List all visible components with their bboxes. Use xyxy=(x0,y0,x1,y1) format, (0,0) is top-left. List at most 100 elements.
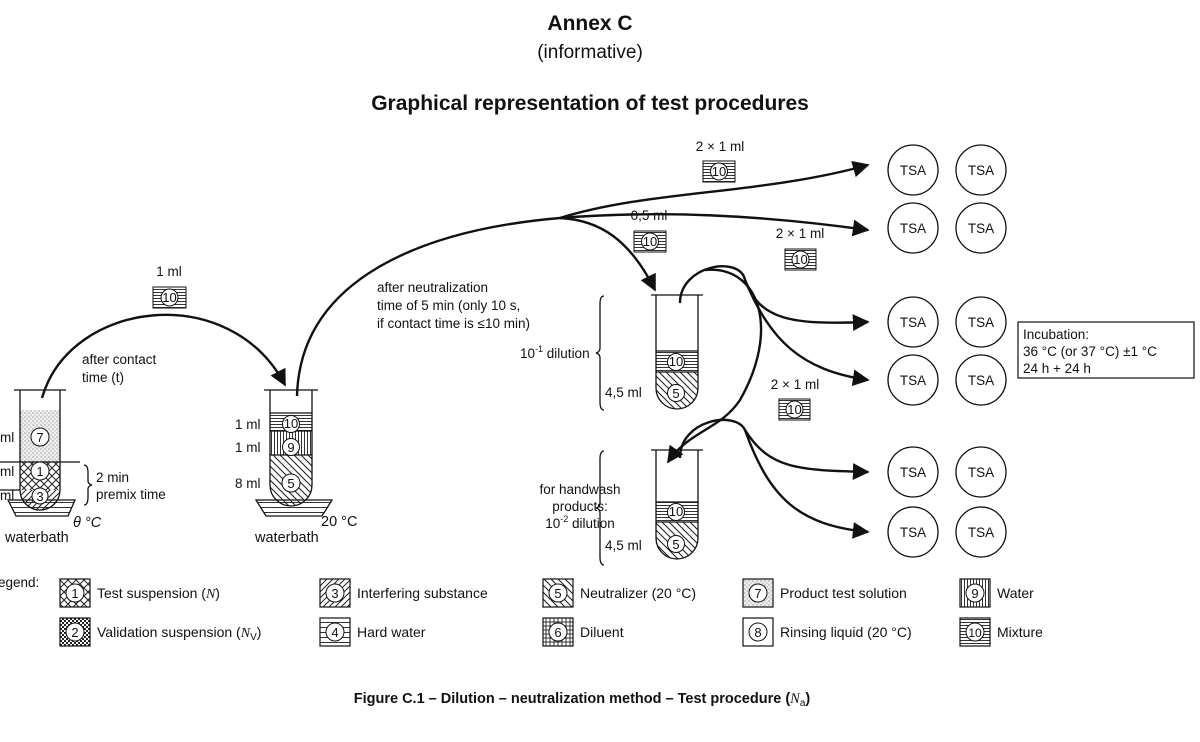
legend-item: 2 Validation suspension (NV) xyxy=(59,617,261,647)
svg-text:5: 5 xyxy=(287,476,294,491)
svg-text:waterbath: waterbath xyxy=(4,530,69,546)
tsa-label: TSA xyxy=(900,221,926,236)
svg-text:Rinsing liquid (20 °C): Rinsing liquid (20 °C) xyxy=(780,624,912,640)
svg-text:24 h + 24 h: 24 h + 24 h xyxy=(1023,361,1091,376)
svg-text:8 ml: 8 ml xyxy=(235,476,261,491)
svg-text:3: 3 xyxy=(331,586,338,601)
legend-item: 6 Diluent xyxy=(542,617,624,647)
tsa-label: TSA xyxy=(900,315,926,330)
svg-text:5: 5 xyxy=(672,537,679,552)
svg-text:for handwash: for handwash xyxy=(539,482,620,497)
tsa-label: TSA xyxy=(968,465,994,480)
svg-text:Mixture: Mixture xyxy=(997,624,1043,640)
tsa-label: TSA xyxy=(968,315,994,330)
transfer-1: 1 ml 10 after contact time (t) xyxy=(40,264,287,399)
tsa-plate: TSA xyxy=(887,144,939,196)
transfer-4: 2 × 1 ml 10 xyxy=(678,377,870,539)
svg-text:Interfering substance: Interfering substance xyxy=(357,585,488,601)
tube-1: 7 1 3 ml ml ml 2 min premix time θ °C wa… xyxy=(0,389,166,546)
svg-text:5: 5 xyxy=(672,386,679,401)
svg-text:premix time: premix time xyxy=(96,487,166,502)
tsa-plates: TSA TSA TSA TSA TSA TSA TSA TSA TSA TSA TSA TSA xyxy=(887,144,1007,558)
svg-text:6: 6 xyxy=(554,625,561,640)
svg-text:2: 2 xyxy=(71,625,78,640)
annex-title: Annex C xyxy=(547,12,632,35)
svg-text:10: 10 xyxy=(162,290,176,305)
legend-item: 7 Product test solution xyxy=(742,578,907,608)
svg-text:ml: ml xyxy=(0,488,14,503)
svg-text:waterbath: waterbath xyxy=(254,530,319,546)
svg-text:3: 3 xyxy=(36,489,43,504)
svg-text:θ °C: θ °C xyxy=(73,515,102,531)
svg-text:if contact time is ≤10 min): if contact time is ≤10 min) xyxy=(377,316,530,331)
tsa-plate: TSA xyxy=(887,202,939,254)
svg-text:Validation suspension (NV): Validation suspension (NV) xyxy=(97,624,261,643)
svg-text:Diluent: Diluent xyxy=(580,624,624,640)
tube-3: 10 5 4,5 ml 10-1 dilution xyxy=(520,294,703,411)
svg-text:1 ml: 1 ml xyxy=(156,264,182,279)
transfer-2: 2 × 1 ml 10 0,5 ml 10 after neutralizati… xyxy=(295,139,870,397)
annex-subtitle: (informative) xyxy=(537,42,643,63)
tsa-plate: TSA xyxy=(955,446,1007,498)
incubation-box: Incubation: 36 °C (or 37 °C) ±1 °C 24 h … xyxy=(1017,321,1195,379)
tsa-plate: TSA xyxy=(887,506,939,558)
svg-text:4,5 ml: 4,5 ml xyxy=(605,538,642,553)
svg-text:ml: ml xyxy=(0,430,14,445)
tsa-label: TSA xyxy=(900,373,926,388)
svg-text:Hard water: Hard water xyxy=(357,624,426,640)
tsa-plate: TSA xyxy=(887,446,939,498)
tsa-label: TSA xyxy=(968,525,994,540)
svg-text:Product test solution: Product test solution xyxy=(780,585,907,601)
svg-text:10: 10 xyxy=(793,252,807,267)
svg-text:Incubation:: Incubation: xyxy=(1023,327,1089,342)
figure-caption: Figure C.1 – Dilution – neutralization m… xyxy=(354,691,811,709)
svg-text:10: 10 xyxy=(669,504,683,519)
svg-text:egend:: egend: xyxy=(0,575,39,590)
svg-text:9: 9 xyxy=(971,586,978,601)
svg-text:ml: ml xyxy=(0,464,14,479)
svg-text:7: 7 xyxy=(754,586,761,601)
tsa-plate: TSA xyxy=(955,144,1007,196)
svg-text:time (t): time (t) xyxy=(82,370,124,385)
tsa-label: TSA xyxy=(968,163,994,178)
svg-text:products:: products: xyxy=(552,499,608,514)
svg-text:1 ml: 1 ml xyxy=(235,417,261,432)
svg-text:after contact: after contact xyxy=(82,352,157,367)
tsa-plate: TSA xyxy=(887,296,939,348)
legend-item: 3 Interfering substance xyxy=(319,578,488,608)
tsa-label: TSA xyxy=(900,465,926,480)
svg-text:10-2 dilution: 10-2 dilution xyxy=(545,514,615,531)
tsa-plate: TSA xyxy=(887,354,939,406)
svg-text:2 min: 2 min xyxy=(96,470,129,485)
svg-text:10-1 dilution: 10-1 dilution xyxy=(520,344,590,361)
svg-text:10: 10 xyxy=(712,164,726,179)
tube-4: 10 5 4,5 ml for handwash products: 10-2 … xyxy=(539,449,703,566)
figure-heading: Graphical representation of test procedu… xyxy=(371,92,809,115)
svg-text:20 °C: 20 °C xyxy=(321,514,357,530)
tsa-plate: TSA xyxy=(955,296,1007,348)
svg-text:1: 1 xyxy=(36,464,43,479)
tsa-plate: TSA xyxy=(955,506,1007,558)
svg-text:time of 5 min (only 10 s,: time of 5 min (only 10 s, xyxy=(377,298,520,313)
svg-text:2 × 1 ml: 2 × 1 ml xyxy=(776,226,824,241)
tube-2: 10 9 5 1 ml 1 ml 8 ml 20 °C waterbath xyxy=(235,389,357,546)
legend-item: 9 Water xyxy=(959,578,1034,608)
svg-text:7: 7 xyxy=(36,430,43,445)
tsa-plate: TSA xyxy=(955,202,1007,254)
svg-text:10: 10 xyxy=(643,234,657,249)
svg-text:1: 1 xyxy=(71,586,78,601)
svg-text:1 ml: 1 ml xyxy=(235,440,261,455)
svg-text:Water: Water xyxy=(997,585,1034,601)
tsa-label: TSA xyxy=(968,373,994,388)
svg-text:36 °C (or 37 °C) ±1 °C: 36 °C (or 37 °C) ±1 °C xyxy=(1023,344,1157,359)
svg-text:5: 5 xyxy=(554,586,561,601)
svg-text:9: 9 xyxy=(287,440,294,455)
tsa-label: TSA xyxy=(900,163,926,178)
svg-text:2 × 1 ml: 2 × 1 ml xyxy=(771,377,819,392)
